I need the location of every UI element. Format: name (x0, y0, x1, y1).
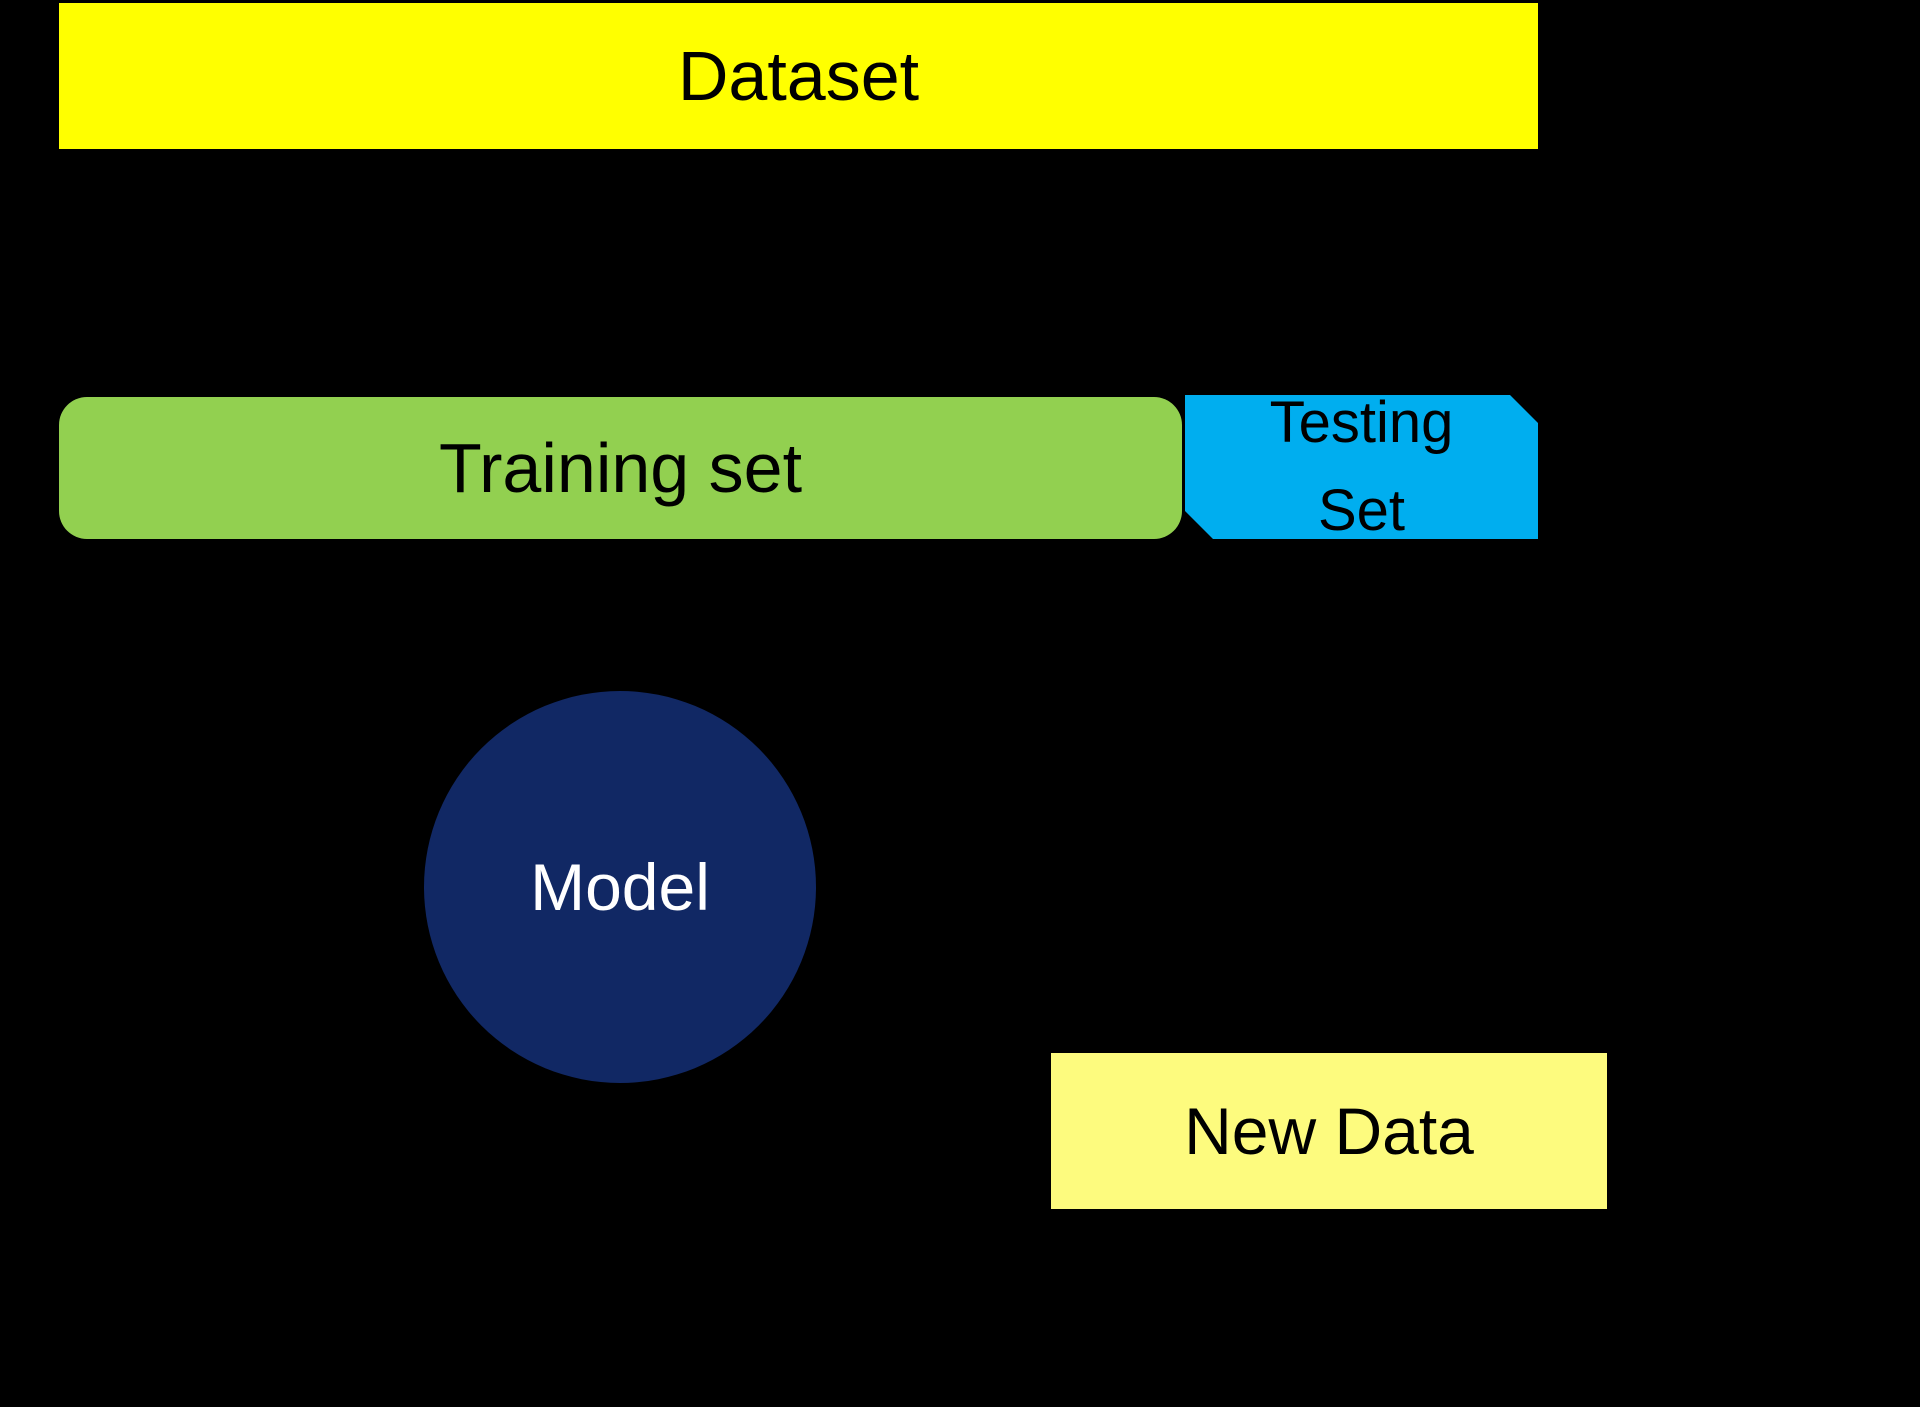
dataset-box: Dataset (59, 3, 1538, 149)
training-set-label: Training set (438, 429, 803, 507)
new-data-label: New Data (1184, 1094, 1474, 1168)
model-circle: Model (424, 691, 816, 1083)
dataset-label: Dataset (677, 37, 920, 115)
testing-set-label-line2: Set (1317, 478, 1406, 543)
model-label: Model (530, 850, 710, 924)
testing-set-label-line1: Testing (1269, 390, 1454, 455)
training-set-box: Training set (59, 397, 1182, 539)
new-data-box: New Data (1051, 1053, 1607, 1209)
